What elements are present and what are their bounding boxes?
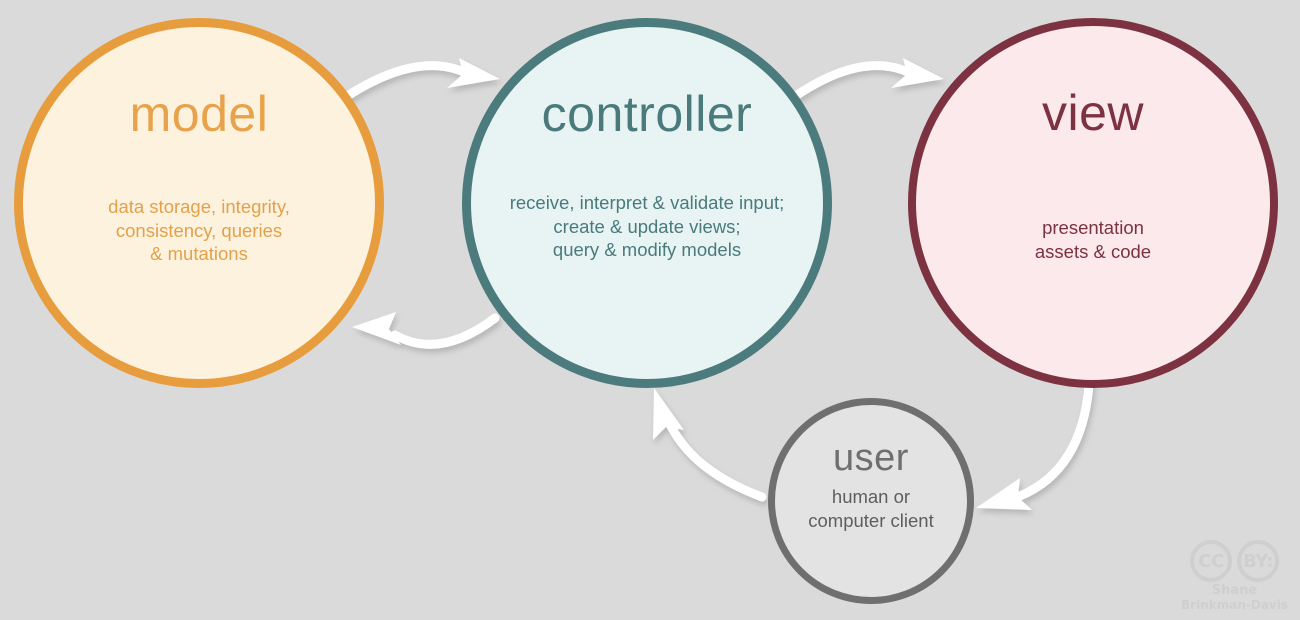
node-model-desc-line: consistency, queries <box>115 219 283 241</box>
creative-commons-marks: CC BY: <box>1190 540 1280 583</box>
author-credit-line2: Brinkman-Davis <box>1181 597 1288 612</box>
node-user-title: user <box>833 437 909 479</box>
author-credit-line1: Shane <box>1211 583 1258 599</box>
arrow-controller-to-model <box>352 312 500 349</box>
node-controller[interactable]: controller receive, interpret & validate… <box>462 18 832 388</box>
arrow-model-to-controller <box>344 58 500 100</box>
node-view-desc-line: presentation <box>1042 217 1144 238</box>
node-model-title: model <box>129 86 269 142</box>
arrow-view-to-user <box>976 380 1094 510</box>
node-model[interactable]: model data storage, integrity, consisten… <box>14 18 384 388</box>
node-controller-desc-line: create & update views; <box>553 215 741 237</box>
node-user-desc-line: human or <box>831 486 911 507</box>
node-view-description: presentation assets & code <box>1035 216 1151 263</box>
arrow-user-to-controller <box>653 388 767 502</box>
node-controller-description: receive, interpret & validate input; cre… <box>510 191 785 262</box>
node-model-desc-line: & mutations <box>150 243 248 265</box>
node-user[interactable]: user human or computer client <box>768 398 974 604</box>
node-user-desc-line: computer client <box>808 509 934 531</box>
node-view[interactable]: view presentation assets & code <box>908 18 1278 388</box>
node-view-desc-line: assets & code <box>1034 240 1152 262</box>
arrow-controller-to-view <box>792 58 944 100</box>
author-credit: Shane Brinkman-Davis <box>1181 583 1288 612</box>
creative-commons-icon: CC <box>1190 540 1233 583</box>
node-controller-desc-line: receive, interpret & validate input; <box>509 192 785 213</box>
attribution-badge: CC BY: Shane Brinkman-Davis <box>1181 540 1288 612</box>
node-model-description: data storage, integrity, consistency, qu… <box>108 195 290 266</box>
attribution-by-icon: BY: <box>1237 540 1280 583</box>
node-user-description: human or computer client <box>808 485 933 532</box>
node-controller-title: controller <box>541 86 753 142</box>
node-view-title: view <box>1041 85 1145 141</box>
node-controller-desc-line: query & modify models <box>552 239 742 261</box>
node-model-desc-line: data storage, integrity, <box>108 196 290 217</box>
